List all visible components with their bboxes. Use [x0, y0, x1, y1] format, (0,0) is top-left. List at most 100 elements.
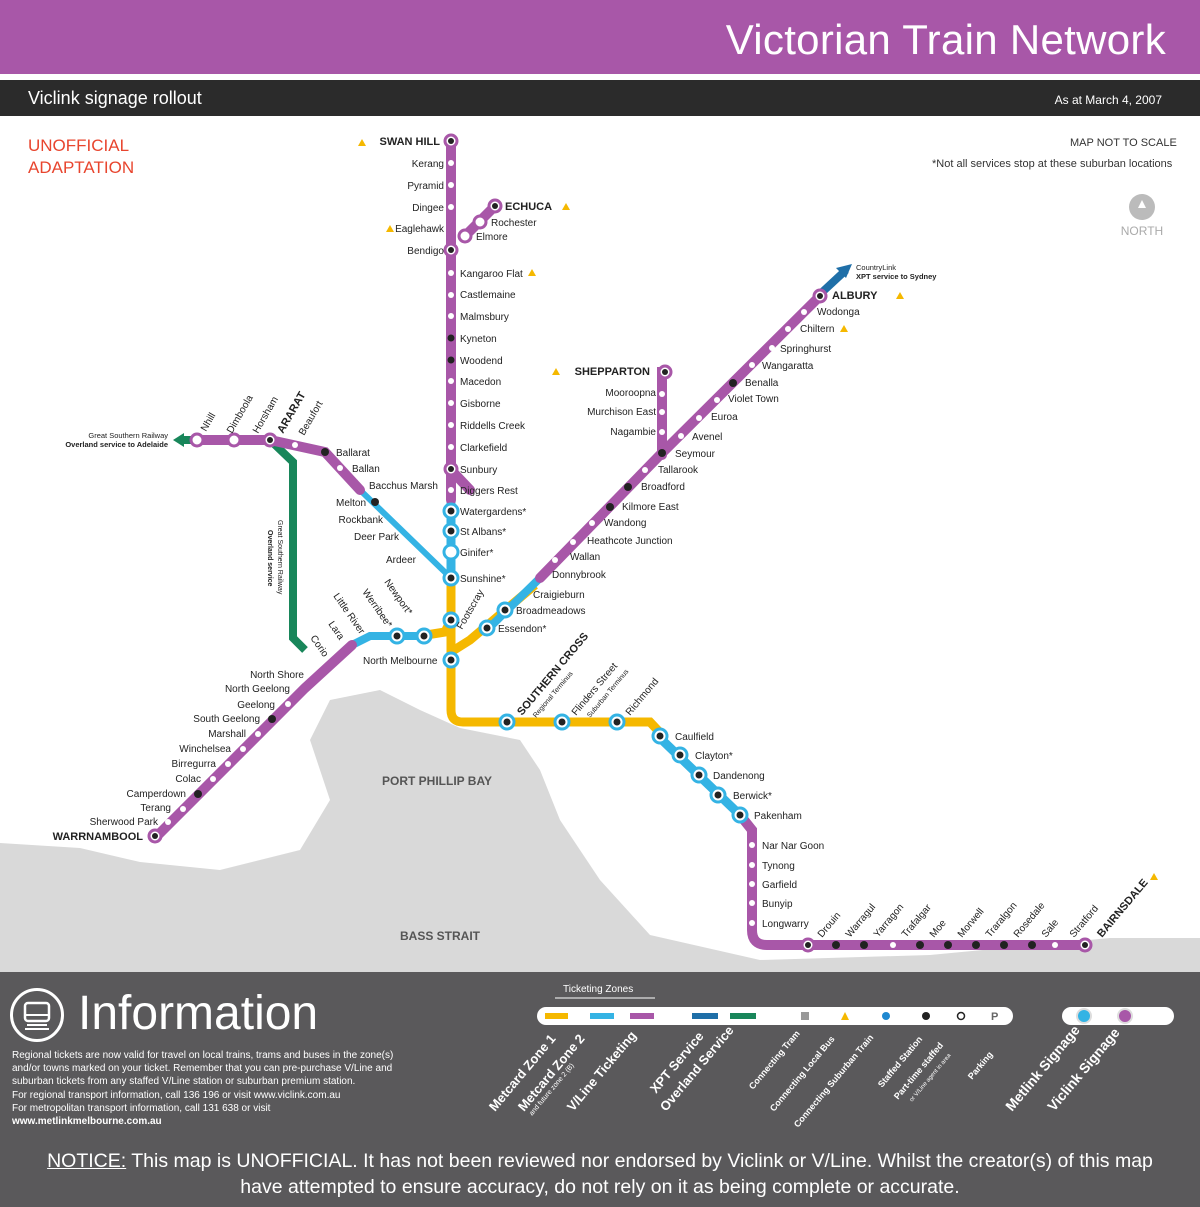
station-clayton: Clayton* — [695, 751, 733, 762]
station-camperdown: Camperdown — [127, 789, 186, 800]
info-line-4: For regional transport information, call… — [12, 1090, 341, 1101]
bus-markers — [358, 139, 1158, 880]
station-pakenham: Pakenham — [754, 811, 802, 822]
station-springhurst: Springhurst — [780, 344, 831, 355]
station-wodonga: Wodonga — [817, 307, 860, 318]
legend-metlink: Metlink Signage — [1002, 1022, 1083, 1114]
station-diggers-rest: Diggers Rest — [460, 486, 518, 497]
header-bar: Victorian Train Network — [0, 0, 1200, 74]
station-tallarook: Tallarook — [658, 465, 699, 476]
station-nhill: Nhill — [199, 411, 218, 433]
station-rochester: Rochester — [491, 218, 537, 229]
station-macedon: Macedon — [460, 377, 501, 388]
station-marshall: Marshall — [208, 729, 246, 740]
station-wangaratta: Wangaratta — [762, 361, 814, 372]
map-title: Victorian Train Network — [725, 16, 1166, 63]
north-indicator: NORTH — [1120, 194, 1164, 238]
port-phillip-label: PORT PHILLIP BAY — [382, 774, 492, 788]
adaptation-label: ADAPTATION — [28, 158, 135, 177]
station-chiltern: Chiltern — [800, 324, 834, 335]
legend-staffed: Staffed Station — [876, 1034, 924, 1089]
zone1-line — [446, 578, 669, 742]
suburban-note: *Not all services stop at these suburban… — [932, 158, 1173, 170]
station-gisborne: Gisborne — [460, 399, 501, 410]
station-murchison: Murchison East — [587, 407, 656, 418]
station-winchelsea: Winchelsea — [179, 744, 231, 755]
station-nagambie: Nagambie — [610, 427, 656, 438]
station-north-geelong: North Geelong — [225, 684, 290, 695]
station-warrnambool: WARRNAMBOOL — [53, 831, 144, 843]
station-echuca: ECHUCA — [505, 201, 552, 213]
station-mooroopna: Mooroopna — [605, 388, 656, 399]
zone2-ne — [484, 575, 543, 633]
staffed-icon — [922, 1012, 930, 1020]
notice-label: NOTICE: — [47, 1150, 127, 1172]
tram-icon — [801, 1012, 809, 1020]
station-bairnsdale: BAIRNSDALE — [1095, 877, 1151, 940]
station-ginifer: Ginifer* — [460, 548, 493, 559]
station-eaglehawk: Eaglehawk — [395, 224, 445, 235]
station-sale: Sale — [1040, 917, 1062, 940]
info-line-6: www.metlinkmelbourne.com.au — [12, 1116, 162, 1127]
station-broadford: Broadford — [641, 482, 685, 493]
sydney-label: XPT service to Sydney — [856, 272, 937, 281]
sydney-arrow-icon — [836, 264, 852, 278]
station-dandenong: Dandenong — [713, 771, 765, 782]
suburban-train-icon — [882, 1012, 890, 1020]
station-morwell: Morwell — [956, 906, 987, 939]
station-castlemaine: Castlemaine — [460, 290, 516, 301]
station-north-melbourne: North Melbourne — [363, 656, 438, 667]
station-kerang: Kerang — [412, 159, 444, 170]
subtitle: Viclink signage rollout — [28, 88, 202, 108]
bass-strait-label: BASS STRAIT — [400, 929, 481, 943]
station-woodend: Woodend — [460, 356, 503, 367]
station-bendigo: Bendigo — [407, 246, 444, 257]
legend-parking: Parking — [966, 1050, 995, 1082]
station-sunbury: Sunbury — [460, 465, 497, 476]
station-craigieburn: Craigieburn — [533, 590, 585, 601]
station-kilmore-east: Kilmore East — [622, 502, 679, 513]
staffed-stops — [194, 334, 1036, 949]
station-terang: Terang — [140, 803, 171, 814]
legend-bus: Connecting Local Bus — [768, 1034, 837, 1113]
station-broadmeadows: Broadmeadows — [516, 606, 585, 617]
adelaide-label: Overland service to Adelaide — [65, 440, 168, 449]
adelaide-arrow-icon — [173, 433, 184, 447]
station-pyramid: Pyramid — [407, 181, 444, 192]
station-dingee: Dingee — [412, 203, 444, 214]
station-seymour: Seymour — [675, 449, 716, 460]
station-colac: Colac — [175, 774, 201, 785]
station-riddells: Riddells Creek — [460, 421, 526, 432]
port-phillip-bay — [0, 690, 1200, 972]
station-stratford: Stratford — [1068, 903, 1101, 939]
station-labels: SWAN HILL Kerang Pyramid Dingee Eaglehaw… — [53, 136, 1151, 940]
legend: Ticketing Zones P Metcard Zone 1 Metcard… — [486, 984, 1174, 1129]
parking-icon: P — [991, 1011, 998, 1023]
station-geelong: Geelong — [237, 700, 275, 711]
station-sunshine: Sunshine* — [460, 574, 506, 585]
information-panel: Information Regional tickets are now val… — [0, 972, 1200, 1207]
station-donnybrook: Donnybrook — [552, 570, 607, 581]
countrylink-label: CountryLink — [856, 263, 896, 272]
zone2-geelong — [350, 632, 420, 649]
station-benalla: Benalla — [745, 378, 779, 389]
station-sherwood-park: Sherwood Park — [90, 817, 159, 828]
info-line-2: and/or towns marked on your ticket. Reme… — [12, 1063, 393, 1074]
station-wandong: Wandong — [604, 518, 646, 529]
station-ballarat: Ballarat — [336, 448, 370, 459]
station-moe: Moe — [928, 918, 949, 940]
notice-body: This map is UNOFFICIAL. It has not been … — [126, 1150, 1153, 1172]
station-st-albans: St Albans* — [460, 527, 506, 538]
date-label: As at March 4, 2007 — [1054, 93, 1162, 107]
viclink-icon — [1117, 1008, 1133, 1024]
station-albury: ALBURY — [832, 290, 878, 302]
station-richmond: Richmond — [624, 676, 661, 718]
station-swan-hill: SWAN HILL — [380, 136, 441, 148]
station-south-geelong: South Geelong — [193, 714, 260, 725]
ticketing-zones-label: Ticketing Zones — [563, 984, 633, 995]
metlink-icon — [1076, 1008, 1092, 1024]
station-watergardens: Watergardens* — [460, 507, 526, 518]
legend-viclink: Viclink Signage — [1044, 1024, 1123, 1114]
station-caulfield: Caulfield — [675, 732, 714, 743]
station-heathcote: Heathcote Junction — [587, 536, 673, 547]
